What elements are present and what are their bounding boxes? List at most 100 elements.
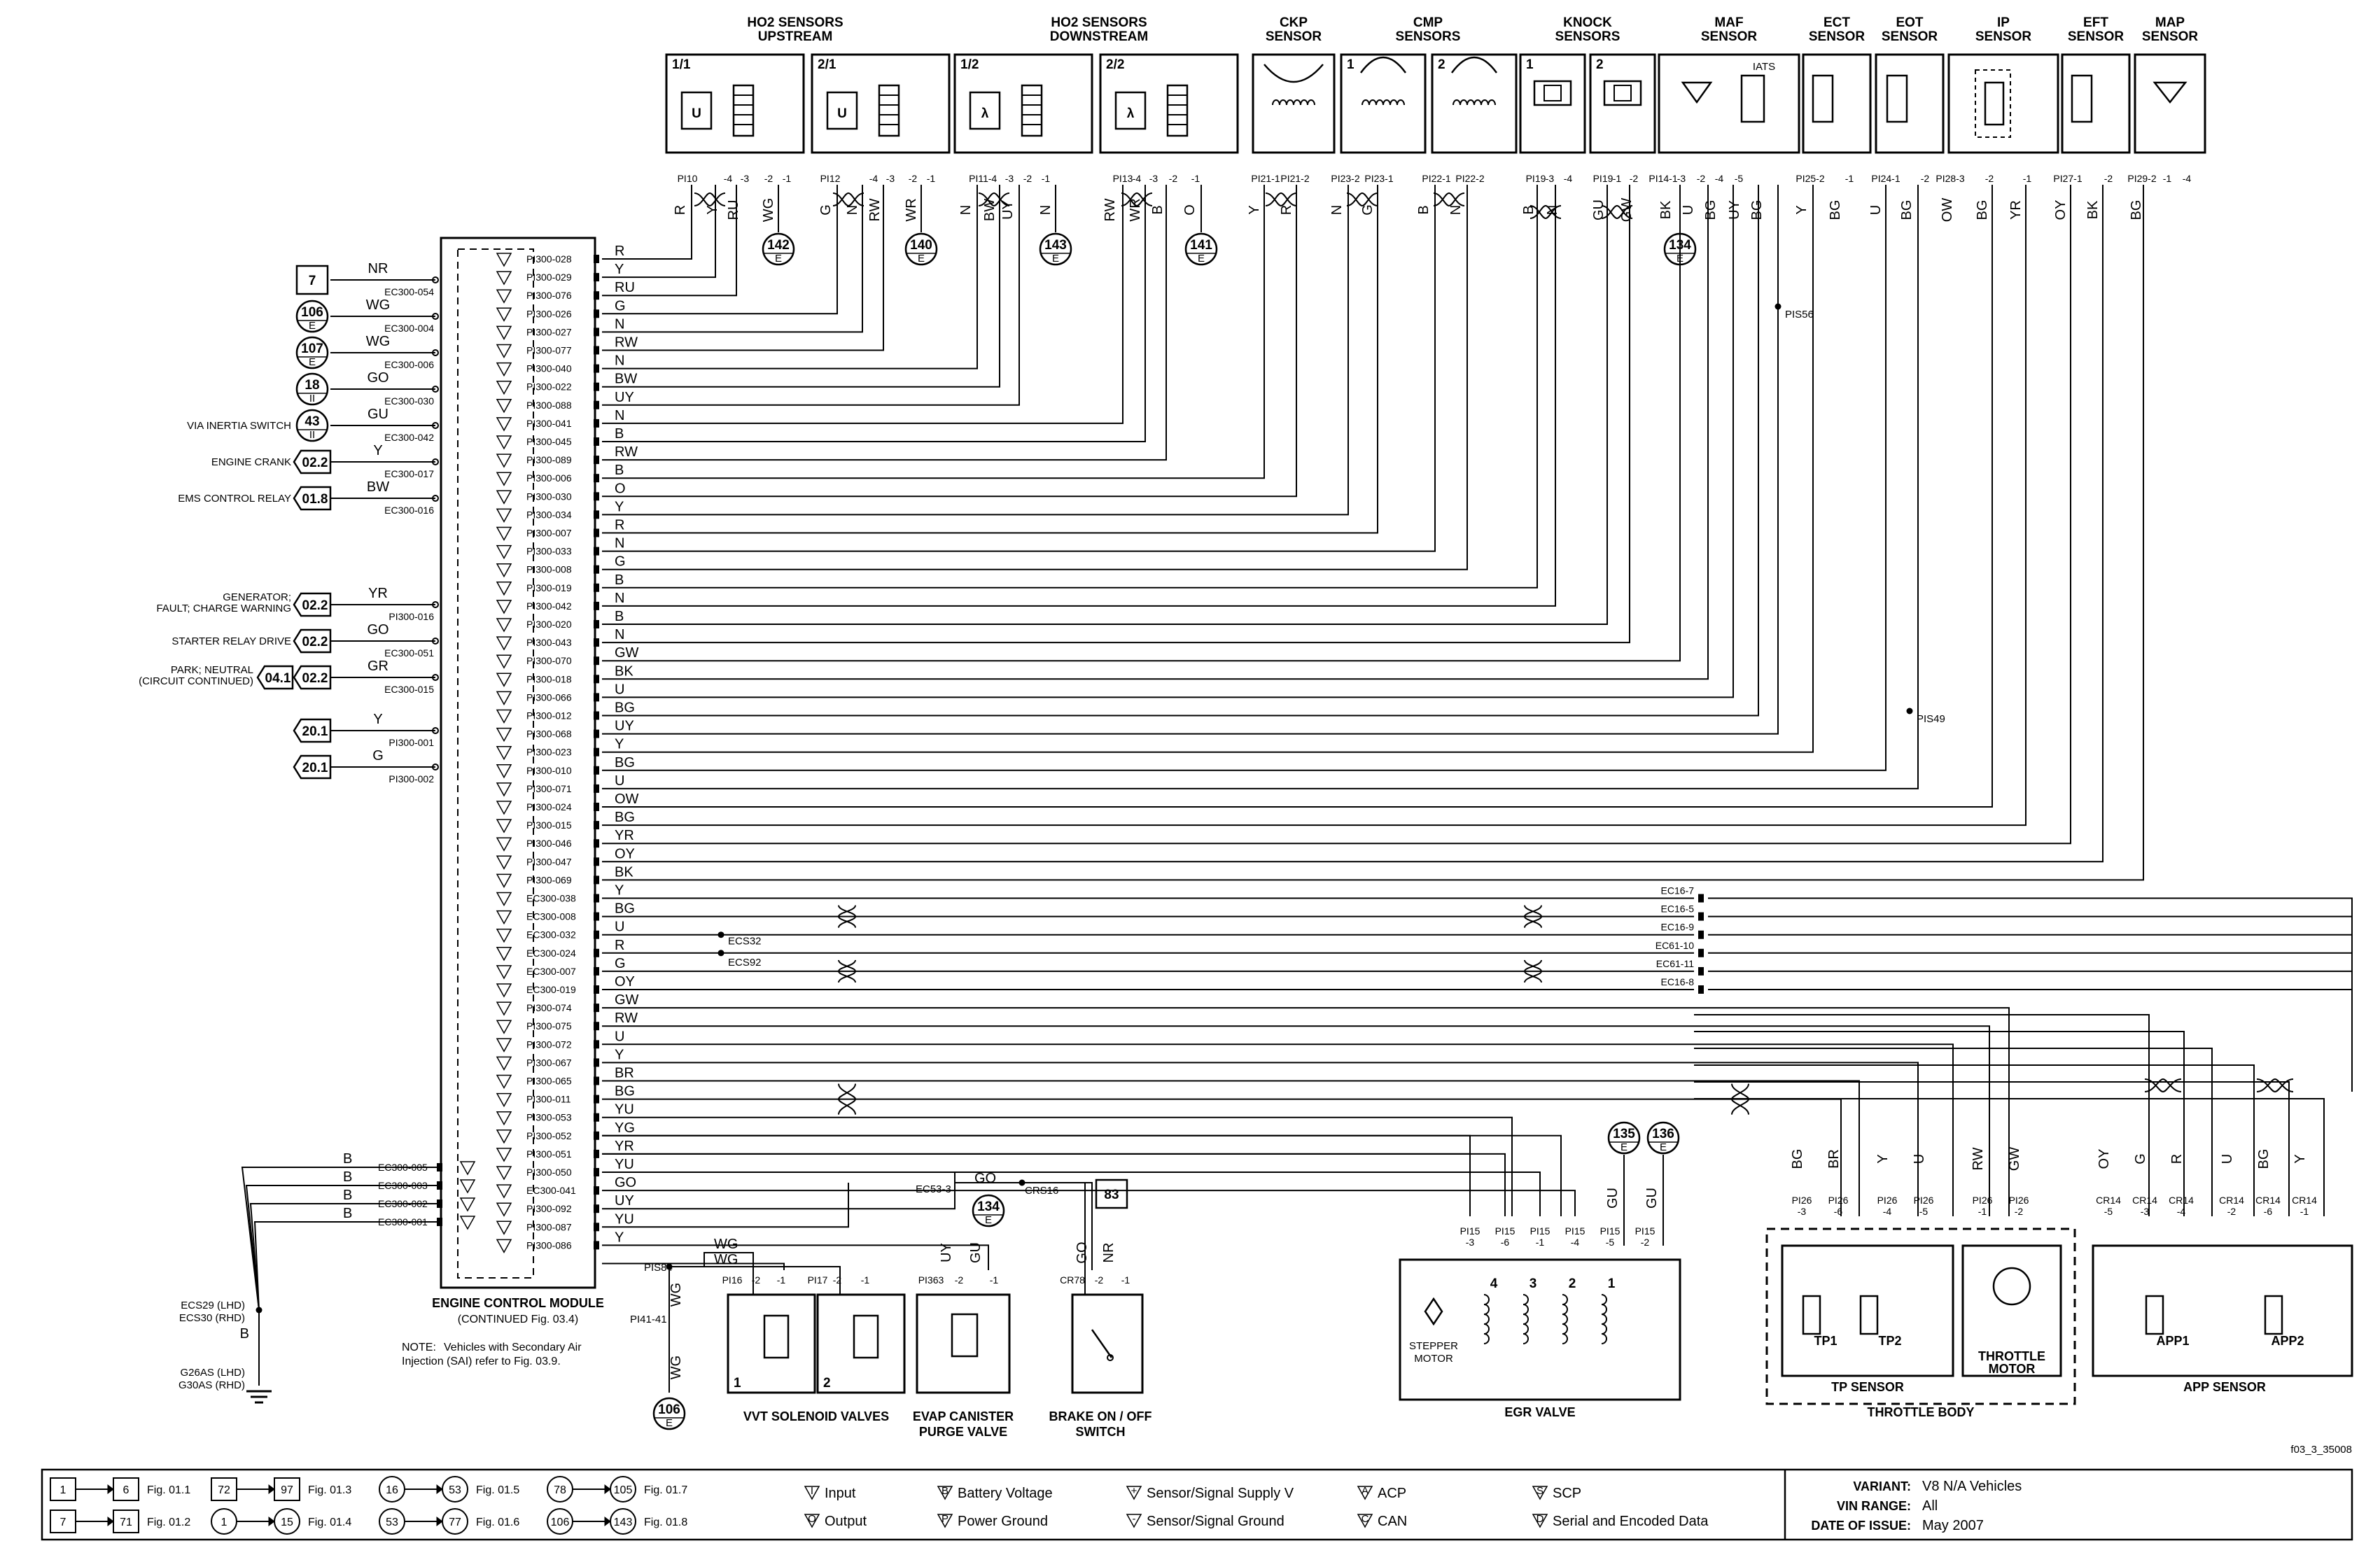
coil-icon xyxy=(1480,99,1489,106)
harness-wire xyxy=(602,1025,1990,1216)
triangle-icon xyxy=(1126,1514,1142,1528)
wire-color: Y xyxy=(615,1230,624,1245)
ecm-pin-symbol xyxy=(496,1001,512,1016)
sensor-title: DOWNSTREAM xyxy=(1050,29,1148,44)
ecm-pin-symbol xyxy=(496,873,512,888)
ref-number: 7 xyxy=(309,274,316,288)
coil-icon xyxy=(1279,99,1287,106)
triangle-icon xyxy=(496,873,512,888)
legend-label: CAN xyxy=(1378,1514,1407,1529)
throttle-body-outline xyxy=(1765,1227,2076,1405)
ecm-pin-terminal xyxy=(594,747,599,757)
wire-color: RU xyxy=(615,280,635,295)
sensor-title: SENSORS xyxy=(1555,29,1620,44)
wire-color: GW xyxy=(1619,198,1634,223)
wire-color: BG xyxy=(1703,200,1718,220)
wire-color: GU xyxy=(968,1242,983,1263)
inline-connector-pin xyxy=(1698,985,1704,994)
triangle-icon xyxy=(937,1514,953,1528)
wire-color: RU xyxy=(726,200,741,220)
sensor-title: SENSOR xyxy=(1701,29,1758,44)
wire-color: N xyxy=(615,353,624,369)
ecm-pin-symbol xyxy=(496,1092,512,1108)
coil-icon xyxy=(1362,99,1370,106)
symbol-letter: S xyxy=(1536,1485,1544,1497)
pin-id: -5 xyxy=(1919,1206,1928,1217)
wire-color: G xyxy=(818,204,834,216)
range-start: 106 xyxy=(551,1517,570,1528)
app-housing xyxy=(2092,1244,2353,1377)
wire-color: UY xyxy=(615,390,634,405)
wire-color: UY xyxy=(1727,200,1742,220)
ecm-pin-id: PI300-028 xyxy=(526,253,572,265)
wire-color: BK xyxy=(615,864,634,880)
component-title: MOTOR xyxy=(1989,1362,2036,1376)
coil-icon xyxy=(1601,1294,1607,1305)
ecm-pin-id: PI300-045 xyxy=(526,436,572,447)
triangle-icon xyxy=(496,782,512,797)
symbol-letter: - xyxy=(1133,1513,1136,1525)
ecm-pin-symbol xyxy=(496,947,512,962)
legend-label: Input xyxy=(825,1486,856,1501)
reluctor-icon xyxy=(1359,56,1407,73)
figure-name: Fig. 01.8 xyxy=(644,1517,687,1528)
wire-color: Y xyxy=(2292,1154,2308,1163)
ref-number: 02.2 xyxy=(302,456,328,470)
wire-color: N xyxy=(615,408,624,423)
splice-id: ECS92 xyxy=(728,957,762,969)
wire-color: Y xyxy=(615,737,624,752)
wire-color: B xyxy=(343,1206,352,1221)
ecm-pin-id: PI300-024 xyxy=(526,801,572,812)
ho2-sensor-unit xyxy=(811,53,951,154)
sensor-pin-id: PI12 xyxy=(820,173,841,184)
twist-strand xyxy=(837,1083,856,1115)
ref-sub: E xyxy=(985,1214,992,1226)
harness-wire xyxy=(602,1134,1562,1216)
ecm-pin-id: PI300-034 xyxy=(526,509,572,520)
connection-label: STARTER RELAY DRIVE xyxy=(172,635,291,647)
sensor-title: SENSOR xyxy=(1266,29,1322,44)
sensor-pin-id: PI19 xyxy=(1526,173,1546,184)
sensor-pin-id: -1 xyxy=(783,173,792,184)
figure-name: Fig. 01.5 xyxy=(476,1484,519,1496)
sensing-element xyxy=(969,91,1001,130)
ecm-pin-terminal xyxy=(594,1040,599,1049)
sensor-pin-id: PI22-2 xyxy=(1455,173,1484,184)
ecm-pin-id: EC300-041 xyxy=(526,1185,576,1196)
wire-color: GW xyxy=(615,992,639,1008)
sensor-pin-id: -1 xyxy=(1191,173,1200,184)
sensor-pin-id: -2 xyxy=(909,173,918,184)
wire-color: BR xyxy=(615,1066,634,1081)
ecm-pin-terminal xyxy=(594,766,599,775)
wire-color: B xyxy=(343,1188,352,1203)
pin-id: PI41-41 xyxy=(630,1314,667,1325)
connector-id: EC300-054 xyxy=(384,286,434,297)
triangle-icon xyxy=(496,618,512,633)
unit-number: 2 xyxy=(823,1376,831,1391)
ecm-pin-terminal xyxy=(594,1131,599,1140)
ecm-pin-symbol xyxy=(496,417,512,432)
ecm-to-sensor-wire xyxy=(602,185,1167,461)
ip-sensor-inner xyxy=(1975,69,2011,138)
ecm-pin-symbol xyxy=(496,508,512,523)
coil-icon xyxy=(1483,1304,1490,1315)
ecm-pin-id: PI300-029 xyxy=(526,272,572,283)
wire-color: GO xyxy=(615,1175,636,1190)
ecm-pin-id: PI300-018 xyxy=(526,673,572,684)
ecm-pin-id: EC300-032 xyxy=(526,929,576,941)
wire-color: N xyxy=(615,627,624,642)
ecm-pin-terminal xyxy=(594,729,599,738)
pin-id: -1 xyxy=(990,1274,999,1286)
left-wire-end xyxy=(432,764,439,771)
ref-circle xyxy=(652,1397,686,1430)
ecm-pin-terminal xyxy=(594,930,599,939)
heater-element xyxy=(1166,84,1189,137)
connector-id: EC300-042 xyxy=(384,432,434,443)
wire-color: R xyxy=(615,244,624,259)
sensor-title: HO2 SENSORS xyxy=(747,15,843,30)
iats-label: IATS xyxy=(1753,61,1775,73)
connector-id: EC16-7 xyxy=(1661,885,1695,896)
